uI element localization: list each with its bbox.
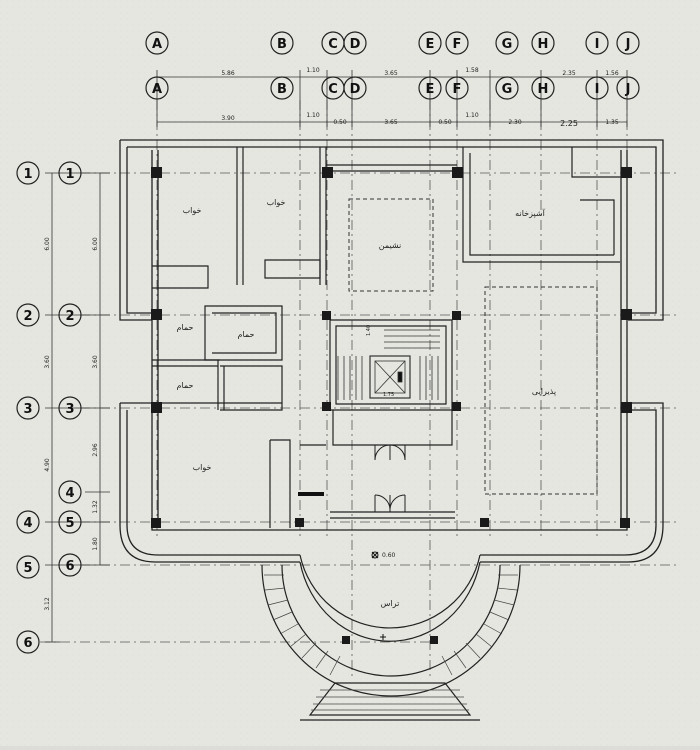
room-bath-1: حمام <box>177 323 194 332</box>
dim-top1-0: 5.86 <box>221 70 235 77</box>
room-bedroom-2: خواب <box>267 198 286 207</box>
dim-top1-5: 1.56 <box>605 70 619 77</box>
grid-col-bot-i: I <box>595 82 600 97</box>
dim-left-outer-2: 4.90 <box>44 458 51 472</box>
grid-col-bot-j: J <box>625 82 631 97</box>
dim-top2-8: 1.35 <box>605 119 619 126</box>
grid-row-inner-4: 4 <box>65 486 74 501</box>
grid-col-bot-h: H <box>538 82 549 97</box>
dim-top2-7: 2.25 <box>560 119 578 128</box>
dim-top2-2: 0.50 <box>333 119 347 126</box>
dim-top2-3: 3.65 <box>384 119 398 126</box>
grid-col-bot-d: D <box>350 82 361 97</box>
dim-top2-0: 3.90 <box>221 115 235 122</box>
dim-left-inner-3: 1.32 <box>92 500 99 514</box>
grid-col-top-j: J <box>625 37 631 52</box>
grid-col-bot-g: G <box>502 82 513 97</box>
dim-top2-1: 1.10 <box>306 112 320 119</box>
grid-col-top-g: G <box>502 37 513 52</box>
grid-row-inner-6: 6 <box>65 559 74 574</box>
dim-left-inner-1: 3.60 <box>92 355 99 369</box>
grid-row-left-4: 4 <box>23 516 32 531</box>
room-living: نشیمن <box>379 241 402 250</box>
top-grid-bubbles <box>145 31 640 100</box>
grid-col-bot-e: E <box>426 82 435 97</box>
grid-col-bot-b: B <box>277 82 287 97</box>
dim-top2-5: 1.10 <box>465 112 479 119</box>
dim-top1-1: 1.10 <box>306 67 320 74</box>
grid-col-bot-a: A <box>152 82 162 97</box>
dim-top2-4: 0.50 <box>438 119 452 126</box>
dim-top2-6: 2.30 <box>508 119 522 126</box>
stair-label-2: 1.75 <box>383 392 394 398</box>
dim-top1-2: 3.65 <box>384 70 398 77</box>
grid-row-inner-3: 3 <box>65 402 74 417</box>
closet-bar <box>298 492 324 496</box>
top-dimension-texts: 5.86 1.10 3.65 1.58 2.35 1.56 3.90 1.10 … <box>221 67 619 128</box>
dim-left-outer-1: 3.60 <box>44 355 51 369</box>
grid-row-inner-1: 1 <box>65 167 74 182</box>
left-dimension-texts: 6.00 3.60 4.90 3.12 6.00 3.60 2.96 1.32 … <box>44 237 99 611</box>
dim-top1-4: 2.35 <box>562 70 576 77</box>
exterior-walls <box>119 139 664 563</box>
stair-label-1: 1.40 <box>366 325 372 336</box>
dim-left-outer-0: 6.00 <box>44 237 51 251</box>
grid-col-top-e: E <box>426 37 435 52</box>
left-dimension-lines <box>45 172 110 643</box>
left-grid-labels: 1 2 3 4 5 6 1 2 3 4 5 6 <box>23 167 74 651</box>
doors <box>374 444 406 512</box>
left-grid-bubbles <box>16 161 82 654</box>
grid-row-inner-2: 2 <box>65 309 74 324</box>
grid-row-left-3: 3 <box>23 402 32 417</box>
grid-row-left-6: 6 <box>23 636 32 651</box>
dashed-outlines <box>348 198 598 495</box>
grid-col-bot-c: C <box>328 82 338 97</box>
terrace <box>261 554 521 721</box>
dim-left-inner-0: 6.00 <box>92 237 99 251</box>
staircase <box>337 329 440 400</box>
grid-col-top-c: C <box>328 37 338 52</box>
room-terrace: تراس <box>381 599 400 608</box>
room-reception: پذیرایی <box>532 387 556 396</box>
room-kitchen: آشپزخانه <box>515 208 545 218</box>
stair-labels: 1.40 1.75 <box>366 325 394 398</box>
north-arrow-icon <box>380 634 386 640</box>
grid-row-left-1: 1 <box>23 167 32 182</box>
room-bedroom-3: خواب <box>193 463 212 472</box>
grid-row-inner-5: 5 <box>65 516 74 531</box>
grid-col-top-a: A <box>152 37 162 52</box>
grid-row-left-2: 2 <box>23 309 32 324</box>
grid-col-top-f: F <box>453 37 462 52</box>
grid-col-top-h: H <box>538 37 549 52</box>
room-bedroom-1: خواب <box>183 206 202 215</box>
dim-top1-3: 1.58 <box>465 67 479 74</box>
dim-left-outer-3: 3.12 <box>44 597 51 611</box>
elevation-label: 0.60 <box>382 552 396 559</box>
room-labels: خواب خواب آشپزخانه نشیمن حمام حمام حمام … <box>177 198 557 608</box>
room-bath-2: حمام <box>238 330 255 339</box>
dim-left-inner-4: 1.80 <box>92 537 99 551</box>
elevation-marker: 0.60 <box>371 551 396 559</box>
dim-left-inner-2: 2.96 <box>92 443 99 457</box>
grid-row-left-5: 5 <box>23 561 32 576</box>
grid-col-top-d: D <box>350 37 361 52</box>
room-bath-3: حمام <box>177 381 194 390</box>
terrace-steps <box>264 574 518 711</box>
grid-col-top-i: I <box>595 37 600 52</box>
grid-col-bot-f: F <box>453 82 462 97</box>
columns <box>151 167 632 644</box>
interior-walls <box>152 147 625 528</box>
grid-col-top-b: B <box>277 37 287 52</box>
top-grid-labels: A B C D E F G H I J A B C D E F G H I J <box>152 37 630 97</box>
